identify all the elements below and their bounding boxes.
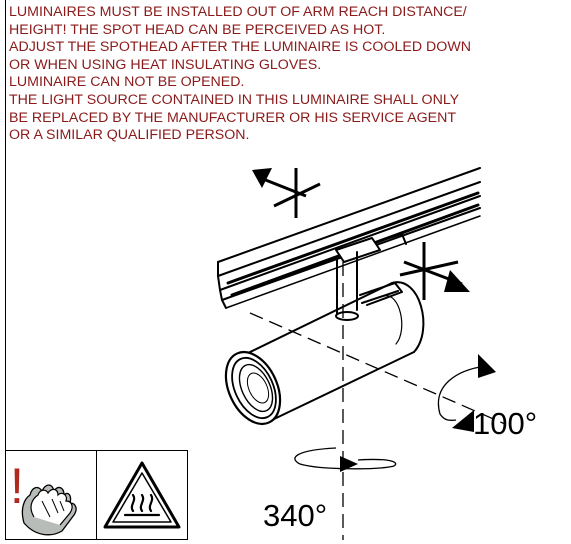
warning-line: BE REPLACED BY THE MANUFACTURER OR HIS S… bbox=[9, 109, 457, 126]
tilt-axis bbox=[249, 312, 506, 425]
tilt-arrow-top-icon bbox=[478, 354, 496, 378]
spotlight-stem bbox=[335, 251, 359, 321]
tilt-angle-label: 100° bbox=[473, 406, 538, 441]
warning-line: ADJUST THE SPOTHEAD AFTER THE LUMINAIRE … bbox=[9, 39, 471, 56]
warning-line: LUMINAIRES MUST BE INSTALLED OUT OF ARM … bbox=[9, 4, 467, 20]
warning-line: THE LIGHT SOURCE CONTAINED IN THIS LUMIN… bbox=[9, 91, 460, 108]
spotlight-cylinder bbox=[224, 281, 425, 426]
page-frame-left-rule bbox=[5, 0, 6, 540]
prohibited-arrow-right-icon bbox=[399, 242, 470, 300]
heat-gloves-icon-box: ! bbox=[5, 450, 97, 540]
safety-warning-text: LUMINAIRES MUST BE INSTALLED OUT OF ARM … bbox=[9, 4, 569, 145]
warning-line: LUMINAIRE CAN NOT BE OPENED. bbox=[9, 74, 245, 91]
hot-surface-warning-icon bbox=[103, 461, 181, 529]
warning-line: OR A SIMILAR QUALIFIED PERSON. bbox=[9, 127, 250, 144]
tilt-arrow-bottom-icon bbox=[452, 410, 474, 432]
track-adapter bbox=[335, 233, 407, 263]
prohibited-arrow-top-icon bbox=[252, 168, 321, 218]
rotation-axes bbox=[249, 262, 506, 540]
rotation-angle-label: 340° bbox=[263, 498, 328, 533]
pan-arrow-icon bbox=[340, 456, 358, 472]
track-rail bbox=[217, 167, 481, 309]
heat-insulating-gloves-icon: ! bbox=[10, 458, 77, 536]
hot-surface-icon-box bbox=[96, 450, 188, 540]
warning-line: OR WHEN USING HEAT INSULATING GLOVES. bbox=[9, 56, 322, 73]
warning-line: HEIGHT! THE SPOT HEAD CAN BE PERCEIVED A… bbox=[9, 21, 386, 38]
warning-exclamation-mark: ! bbox=[10, 458, 24, 514]
tilt-rotation-arc bbox=[437, 365, 487, 421]
